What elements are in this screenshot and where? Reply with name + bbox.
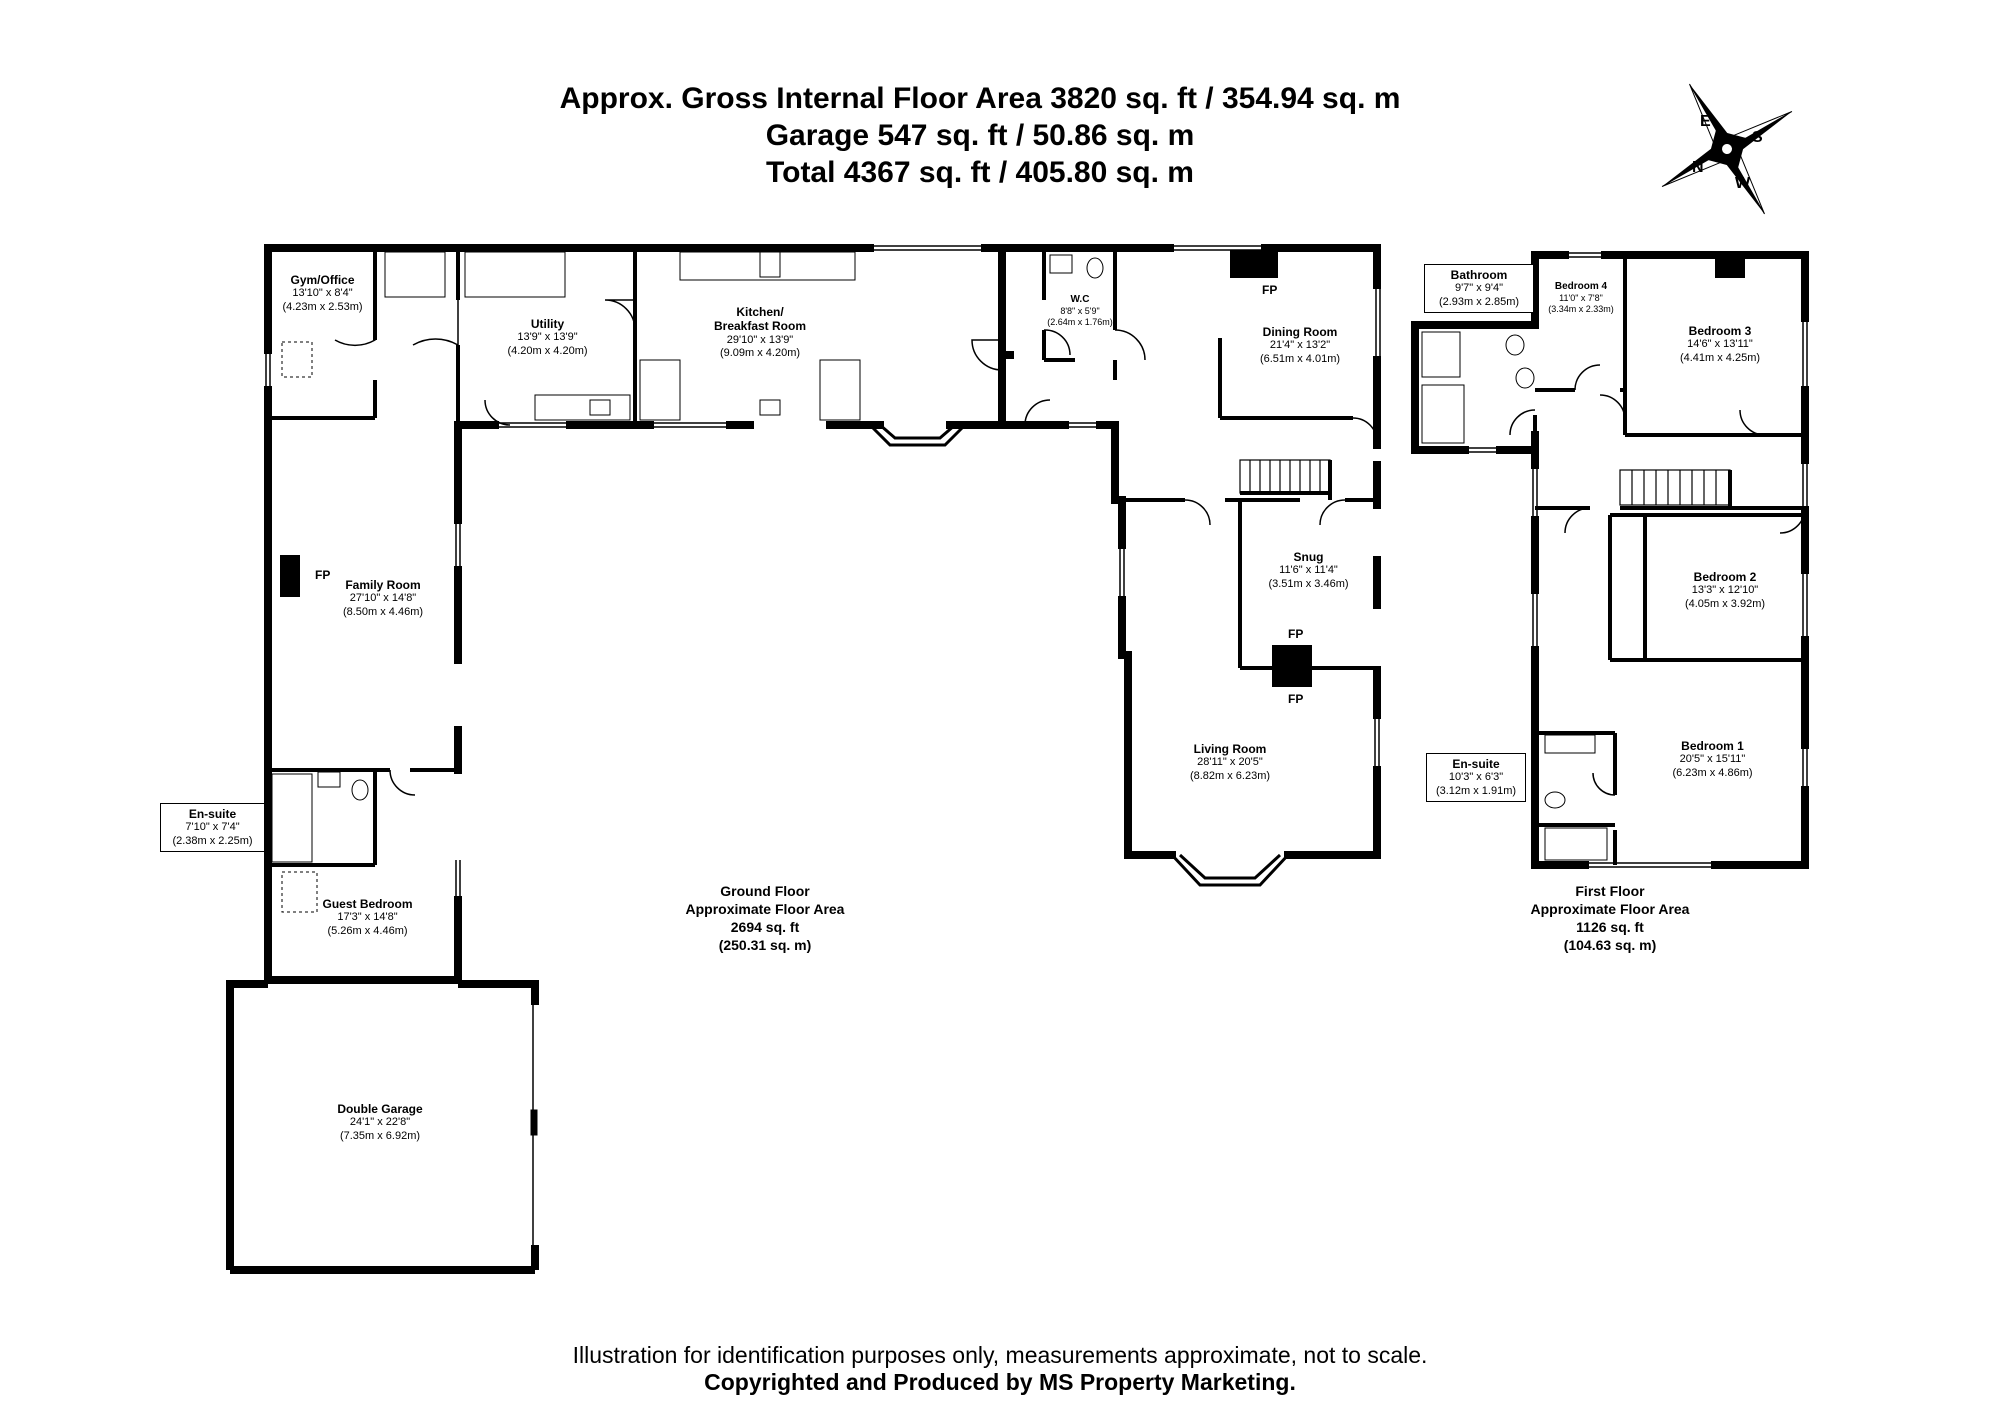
ground-floor-area: Ground Floor Approximate Floor Area 2694… bbox=[685, 883, 845, 953]
room-family: Family Room 27'10" x 14'8" (8.50m x 4.46… bbox=[342, 578, 424, 618]
room-snug: Snug 11'6" x 11'4" (3.51m x 3.46m) bbox=[1268, 550, 1349, 590]
floor-area-header: Approx. Gross Internal Floor Area 3820 s… bbox=[450, 80, 1510, 191]
sanitary-fixtures bbox=[271, 251, 1104, 913]
room-ensuite-first: En-suite 10'3" x 6'3" (3.12m x 1.91m) bbox=[1426, 753, 1526, 802]
header-garage-area: Garage 547 sq. ft / 50.86 sq. m bbox=[765, 119, 1195, 152]
bed3-fireplace bbox=[1715, 258, 1745, 278]
room-kitchen-breakfast: Kitchen/ Breakfast Room 29'10" x 13'9" (… bbox=[713, 305, 807, 359]
room-utility: Utility 13'9" x 13'9" (4.20m x 4.20m) bbox=[507, 317, 588, 357]
ground-floor-stairs bbox=[1239, 459, 1331, 494]
first-floor-doors bbox=[1509, 364, 1806, 796]
room-living: Living Room 28'11" x 20'5" (8.82m x 6.23… bbox=[1189, 742, 1271, 782]
garage-walls bbox=[226, 980, 539, 1274]
room-double-garage: Double Garage 24'1" x 22'8" (7.35m x 6.9… bbox=[337, 1102, 423, 1142]
disclaimer-text: Illustration for identification purposes… bbox=[572, 1342, 1428, 1368]
room-wc: W.C 8'8" x 5'9" (2.64m x 1.76m) bbox=[1047, 294, 1113, 327]
header-gross-area: Approx. Gross Internal Floor Area 3820 s… bbox=[559, 82, 1401, 115]
room-dining: Dining Room 21'4" x 13'2" (6.51m x 4.01m… bbox=[1259, 325, 1341, 365]
first-floor-walls bbox=[1411, 251, 1809, 869]
ground-floor-interior-walls bbox=[268, 248, 1379, 867]
windows bbox=[265, 245, 1381, 900]
room-bedroom-2: Bedroom 2 13'3" x 12'10" (4.05m x 3.92m) bbox=[1684, 570, 1766, 610]
ground-floor-walls bbox=[264, 244, 1381, 984]
footer: Illustration for identification purposes… bbox=[420, 1342, 1580, 1396]
first-floor-windows bbox=[1465, 252, 1808, 868]
first-floor-stairs bbox=[1619, 469, 1731, 506]
room-bathroom: Bathroom 9'7" x 9'4" (2.93m x 2.85m) bbox=[1424, 264, 1534, 313]
first-floor-fixtures bbox=[1421, 331, 1608, 861]
copyright-text: Copyrighted and Produced by MS Property … bbox=[704, 1369, 1296, 1395]
living-room-bay-window bbox=[1170, 853, 1290, 887]
room-bedroom-1: Bedroom 1 20'5" x 15'11" (6.23m x 4.86m) bbox=[1672, 739, 1753, 779]
room-guest-bedroom: Guest Bedroom 17'3" x 14'8" (5.26m x 4.4… bbox=[322, 897, 413, 937]
fp-label-family: FP bbox=[315, 568, 331, 582]
compass-label-w: W bbox=[1735, 175, 1751, 192]
fp-label-snug: FP bbox=[1288, 627, 1304, 641]
first-floor-area: First Floor Approximate Floor Area 1126 … bbox=[1530, 883, 1690, 953]
door-swings bbox=[334, 299, 1378, 796]
room-bedroom-3: Bedroom 3 14'6" x 13'11" (4.41m x 4.25m) bbox=[1679, 324, 1761, 364]
fp-label-living: FP bbox=[1288, 692, 1304, 706]
compass-label-e: E bbox=[1700, 113, 1711, 130]
fireplace-blocks bbox=[280, 250, 1312, 687]
room-gym-office: Gym/Office 13'10" x 8'4" (4.23m x 2.53m) bbox=[282, 273, 363, 313]
fp-label-dining: FP bbox=[1262, 283, 1278, 297]
compass-label-n: N bbox=[1692, 159, 1704, 176]
header-total-area: Total 4367 sq. ft / 405.80 sq. m bbox=[766, 156, 1194, 189]
compass-rose bbox=[1661, 83, 1793, 215]
compass-label-s: S bbox=[1752, 129, 1763, 146]
kitchen-bay-window bbox=[868, 421, 1040, 447]
room-bedroom-4: Bedroom 4 11'0" x 7'8" (3.34m x 2.33m) bbox=[1548, 281, 1614, 314]
room-ensuite-ground: En-suite 7'10" x 7'4" (2.38m x 2.25m) bbox=[160, 803, 265, 852]
